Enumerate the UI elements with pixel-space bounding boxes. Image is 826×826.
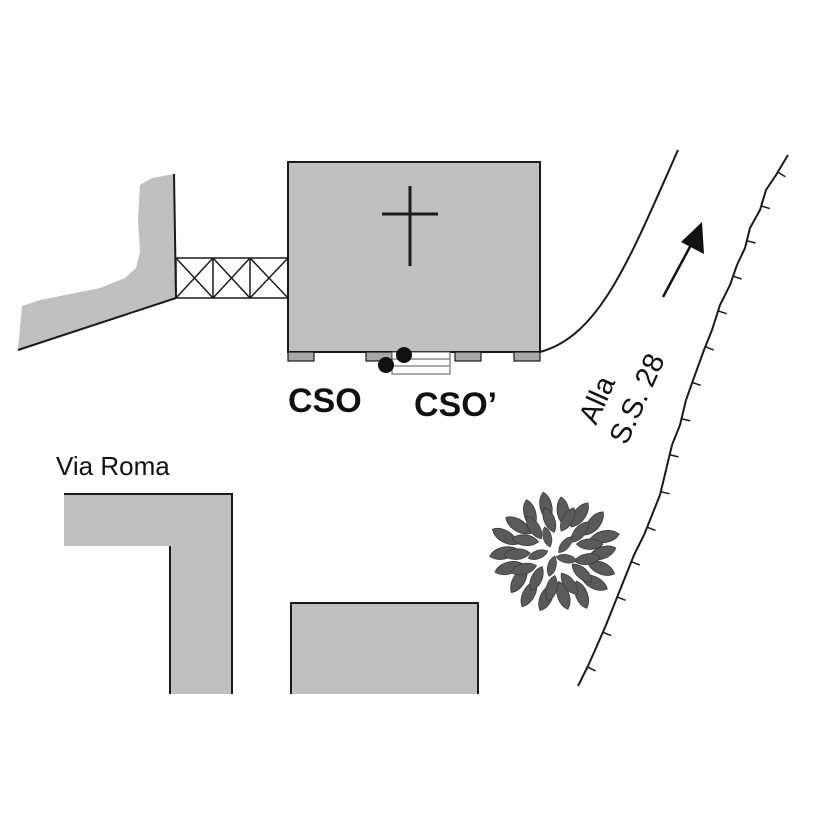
embankment-tick [616, 596, 626, 601]
left-wall-block [18, 174, 176, 350]
embankment-tick [777, 171, 786, 178]
tree-leaf [560, 572, 578, 595]
tree-leaf [556, 580, 571, 610]
embankment-tick [746, 240, 756, 244]
street-label-via-roma: Via Roma [56, 451, 170, 481]
left-wall-edge-bottom [17, 297, 177, 351]
tree-leaf [558, 536, 573, 554]
station-label-cso-prime: CSO’ [414, 386, 497, 424]
tree-leaf [503, 548, 531, 560]
road-edge-outer [577, 154, 789, 687]
station-marker-cso [378, 357, 394, 373]
cross-icon [382, 186, 438, 266]
tree-leaf [546, 555, 557, 577]
tree-leaf [574, 580, 590, 609]
road-edge-inner [539, 149, 679, 353]
tree-leaf [526, 516, 543, 540]
tree-leaf [542, 526, 553, 548]
embankment-tick [660, 490, 670, 495]
tree-leaf [575, 538, 604, 550]
tree-leaf [505, 516, 532, 535]
tree-leaf [510, 562, 538, 576]
embankment-tick [669, 454, 679, 458]
tree-leaf [527, 549, 549, 560]
embankment-tick [732, 275, 742, 280]
tree-leaf [542, 507, 557, 533]
l-shaped-building-outline [64, 493, 233, 694]
tree-icon [489, 491, 620, 612]
tree-leaf [555, 554, 578, 564]
embankment-tick [631, 560, 640, 566]
rectangular-building [291, 603, 478, 694]
embankment-tick [692, 381, 702, 387]
station-marker-cso-prime [396, 347, 412, 363]
embankment-tick [646, 526, 656, 532]
tree-leaf [571, 563, 593, 583]
rectangular-building-outline [290, 602, 479, 694]
station-label-cso: CSO [288, 382, 362, 420]
tree-leaf [570, 502, 589, 528]
embankment-tick [705, 345, 714, 351]
tree-leaf [545, 574, 558, 602]
tree-leaf [511, 534, 540, 546]
embankment-tick [587, 666, 596, 672]
embankment-ticks [587, 171, 786, 672]
tree-leaf [529, 566, 544, 592]
road-label: Alla S.S. 28 [573, 349, 671, 449]
l-shaped-building-fill [64, 494, 232, 694]
tree-leaf [584, 511, 604, 536]
embankment-tick [717, 310, 727, 315]
lattice-bridge [175, 257, 289, 299]
embankment-tick [761, 205, 771, 210]
church-building [287, 161, 541, 353]
arrow-icon [661, 222, 704, 298]
embankment-tick [602, 631, 612, 637]
embankment-tick [681, 418, 691, 422]
tree-leaf [560, 507, 576, 532]
